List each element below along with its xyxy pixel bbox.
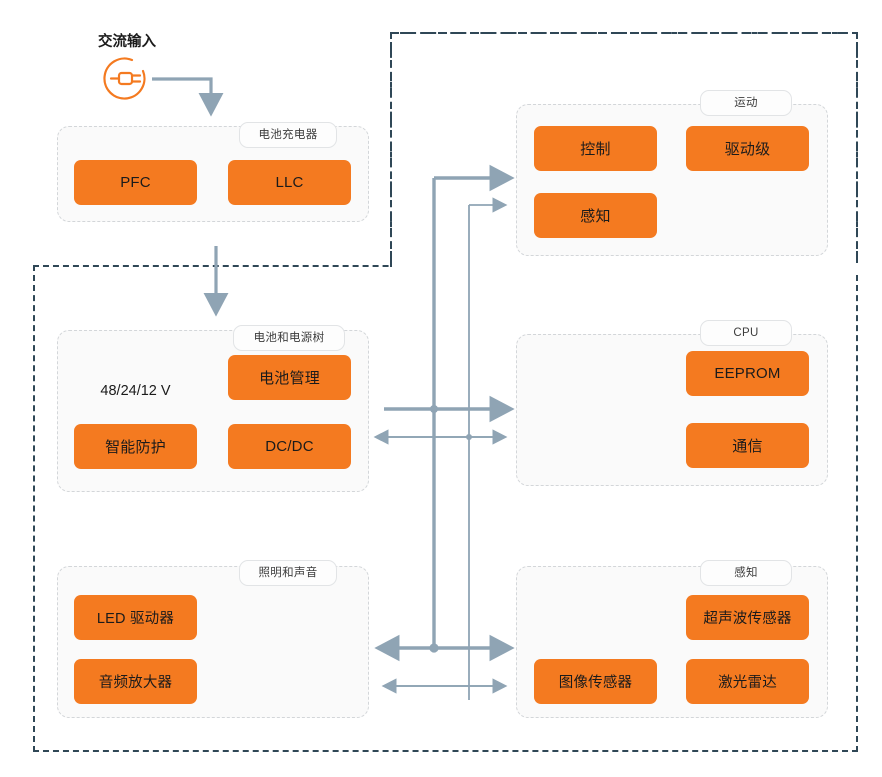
block-drive-stage[interactable]: 驱动级 [686,126,809,171]
block-audio-amplifier[interactable]: 音频放大器 [74,659,197,704]
zone-seam-cover [392,258,858,274]
zone-upper-right-top-edge [390,32,858,34]
ac-input-title: 交流输入 [98,34,156,50]
panel-label-motion: 运动 [700,90,792,116]
panel-label-battery-power-tree: 电池和电源树 [233,325,345,351]
bus-junction-dot-lighting [429,643,439,653]
block-ultrasonic-sensor[interactable]: 超声波传感器 [686,595,809,640]
block-dcdc[interactable]: DC/DC [228,424,351,469]
block-lidar[interactable]: 激光雷达 [686,659,809,704]
block-image-sensor[interactable]: 图像传感器 [534,659,657,704]
panel-label-lighting-sound: 照明和声音 [239,560,337,586]
block-llc[interactable]: LLC [228,160,351,205]
block-led-driver[interactable]: LED 驱动器 [74,595,197,640]
panel-label-sensing: 感知 [700,560,792,586]
panel-label-battery-charger: 电池充电器 [239,122,337,148]
ac-plug-icon [103,57,146,100]
arrow-ac-to-charger [152,77,224,117]
block-smart-protection[interactable]: 智能防护 [74,424,197,469]
battery-voltage-label: 48/24/12 V [100,383,171,399]
block-motion-sensing[interactable]: 感知 [534,193,657,238]
block-pfc[interactable]: PFC [74,160,197,205]
zone-upper-right-left-edge [390,32,392,268]
block-battery-management[interactable]: 电池管理 [228,355,351,400]
bus-junction-dot-cpu-thin [466,434,472,440]
block-control[interactable]: 控制 [534,126,657,171]
panel-label-cpu: CPU [700,320,792,346]
block-eeprom[interactable]: EEPROM [686,351,809,396]
bus-junction-dot-cpu [430,405,438,413]
zone-upper-right-right-edge [856,32,858,268]
block-communication[interactable]: 通信 [686,423,809,468]
